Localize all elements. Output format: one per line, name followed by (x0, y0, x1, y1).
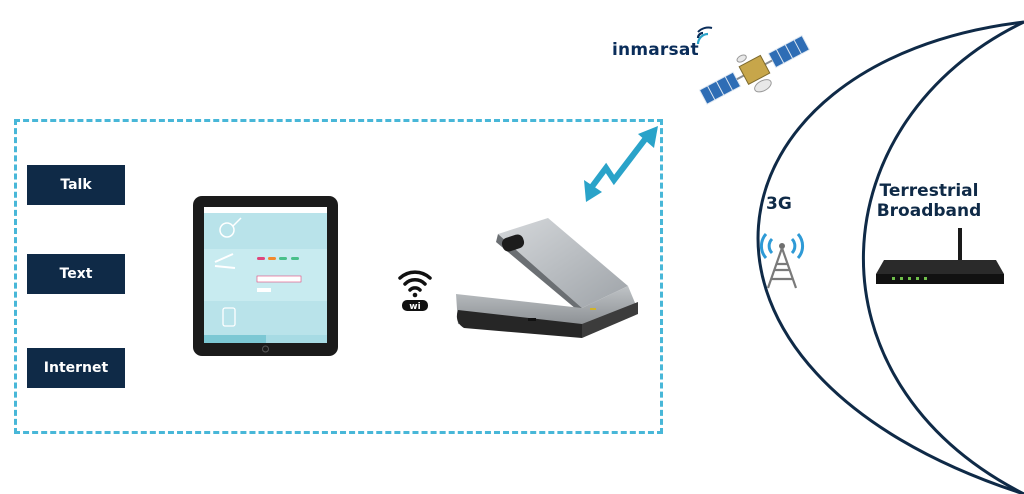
terrestrial-line-1: Terrestrial (879, 181, 979, 201)
inner-arc (862, 20, 1024, 494)
terrestrial-broadband-label: Terrestrial Broadband (860, 181, 998, 221)
local-network-box (14, 119, 663, 434)
talk-label: Talk (27, 165, 125, 205)
satellite-icon (698, 34, 811, 105)
tablet-icon (193, 196, 338, 356)
terrestrial-line-2: Broadband (876, 201, 982, 221)
wifi-icon: wi (398, 270, 432, 312)
cell-tower-icon (759, 233, 805, 289)
inmarsat-signal-icon (696, 26, 713, 45)
inmarsat-logo: inmarsat (612, 40, 699, 60)
text-label: Text (27, 254, 125, 294)
router-icon (876, 228, 1004, 284)
3g-label: 3G (766, 194, 792, 214)
outer-arc (756, 20, 1024, 494)
satellite-hotspot-device-icon (456, 218, 638, 338)
inmarsat-wordmark: inmarsat (612, 40, 699, 60)
zigzag-signal-arrow-icon (584, 126, 658, 202)
internet-label: Internet (27, 348, 125, 388)
svg-text:wi: wi (409, 302, 420, 312)
